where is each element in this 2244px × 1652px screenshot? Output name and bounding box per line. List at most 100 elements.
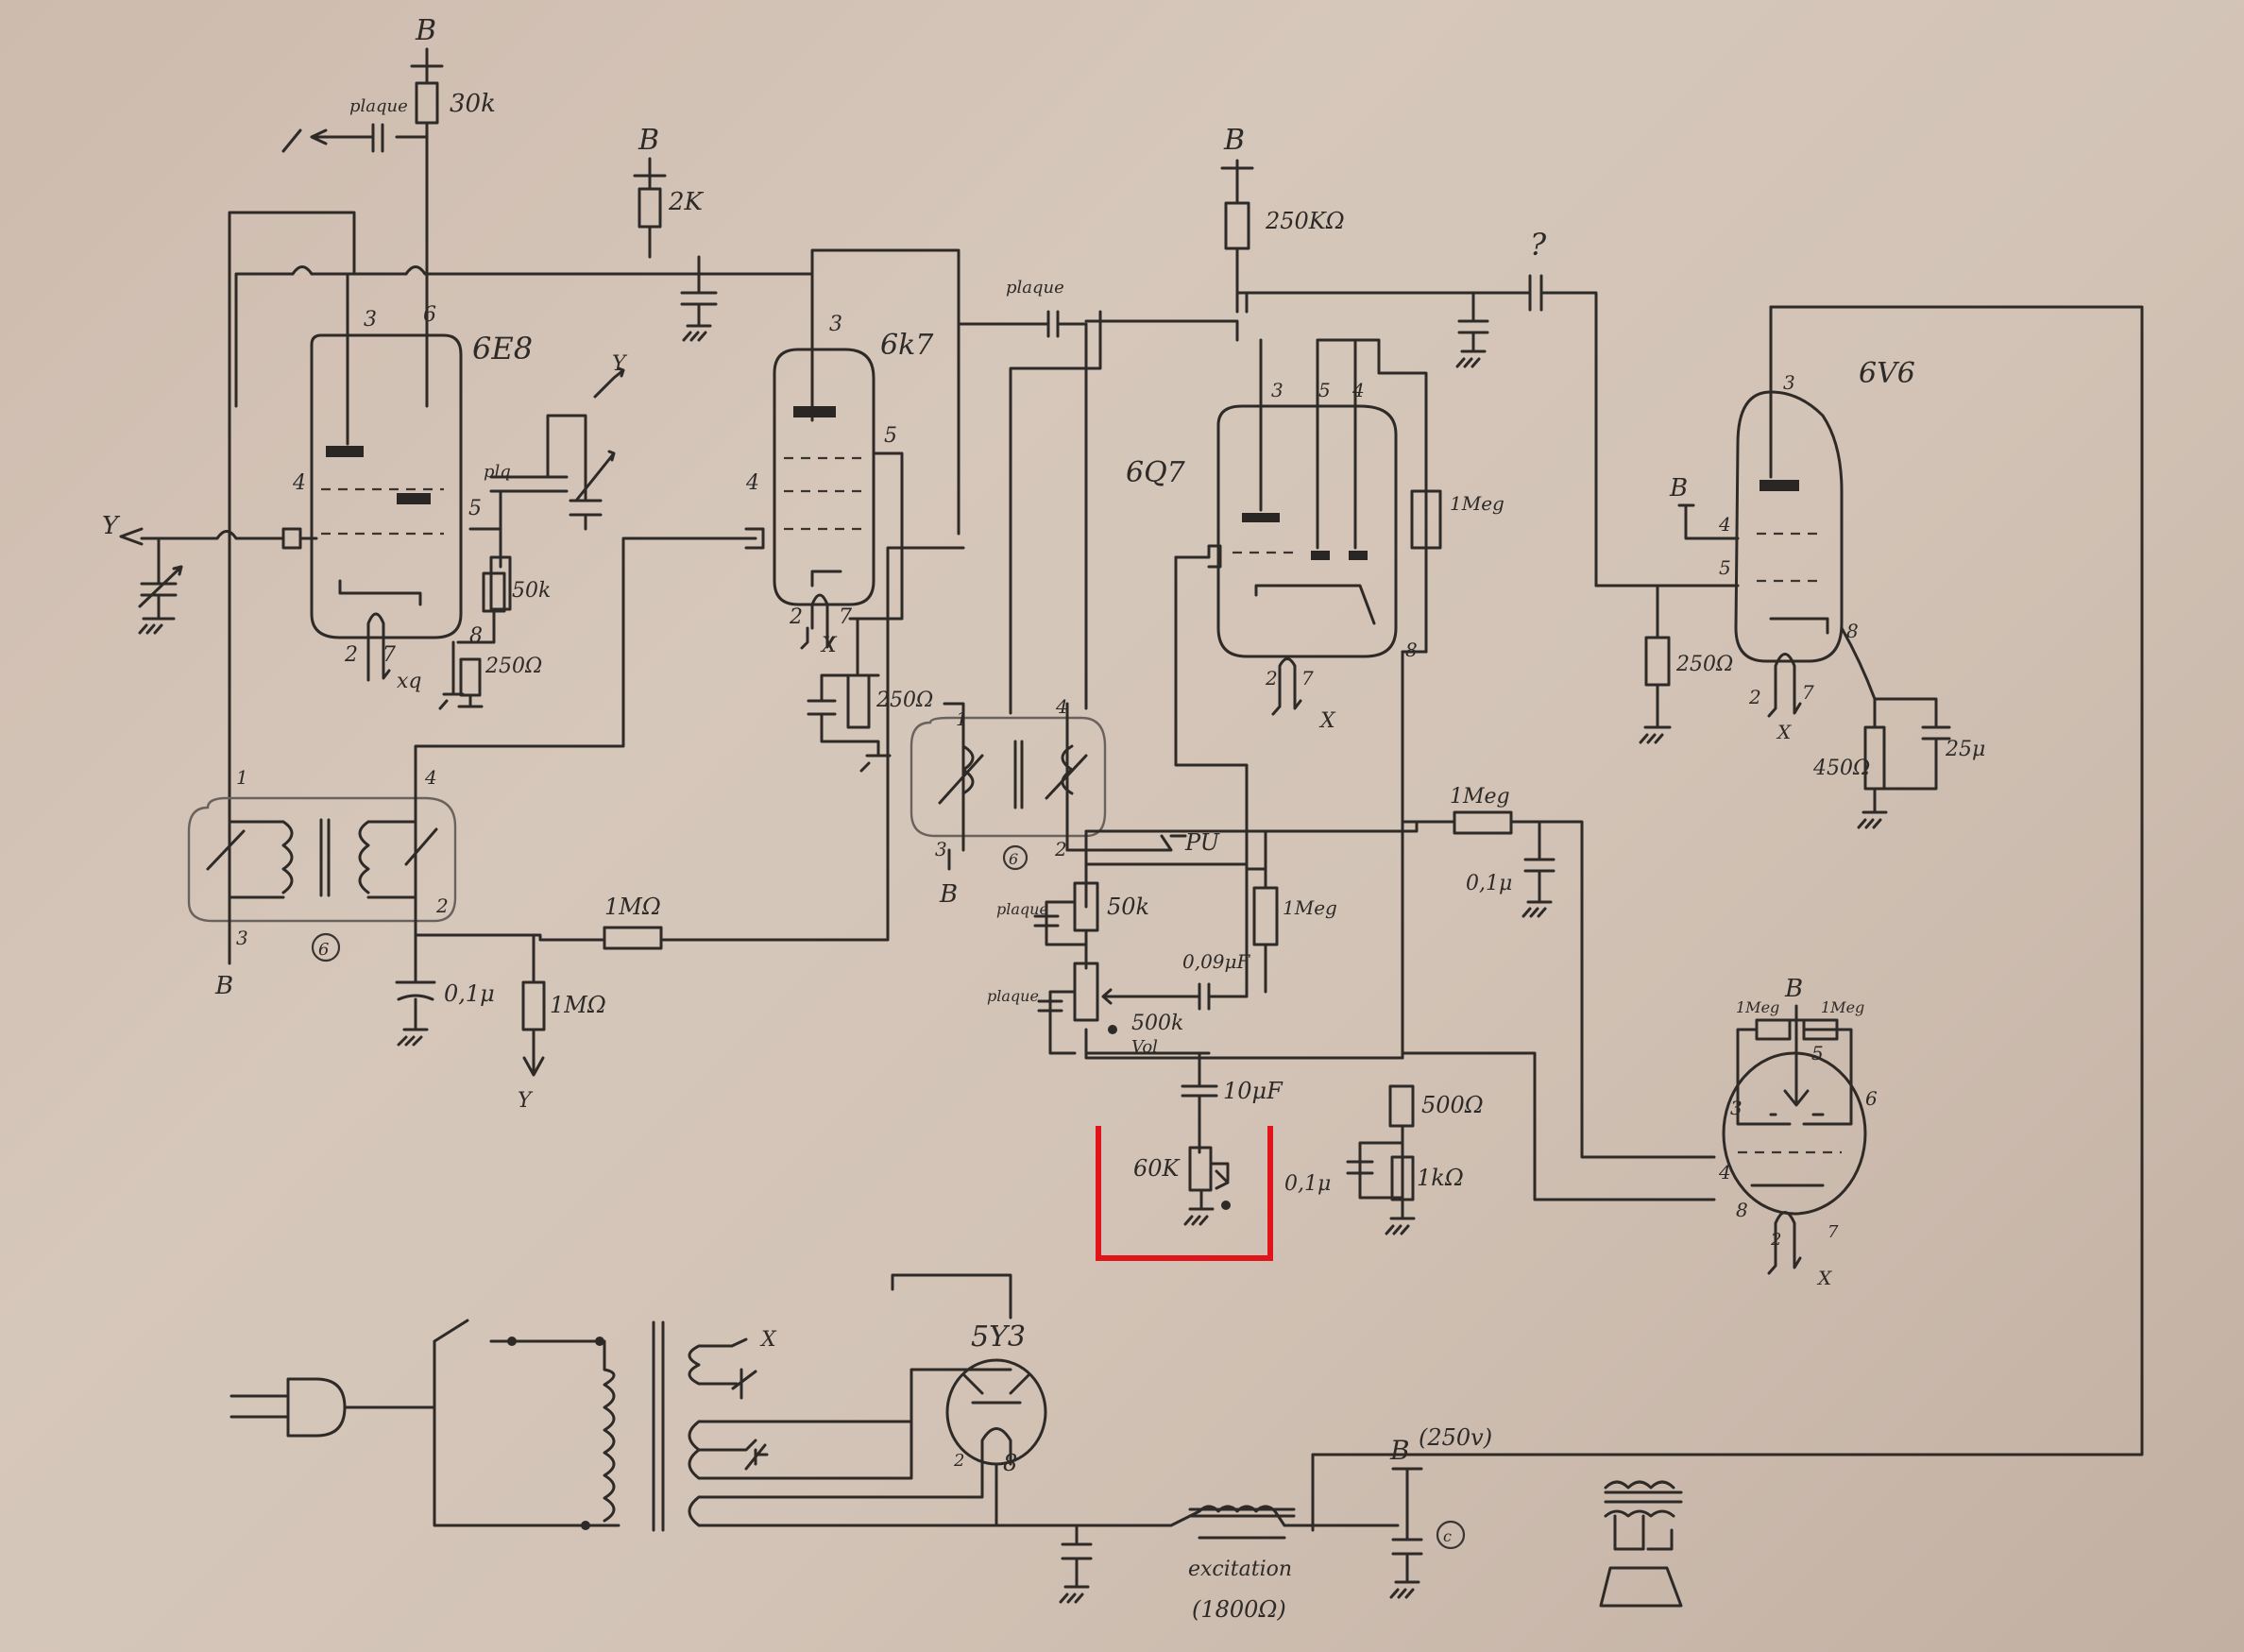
- cathode-6q7: [1254, 584, 1376, 625]
- svg-text:4: 4: [1718, 513, 1731, 536]
- label-eye-r1: 1Meg: [1736, 998, 1779, 1016]
- cap-10uF: [1084, 1051, 1404, 1154]
- label-plaque-4: plaque: [987, 987, 1039, 1005]
- resistor-250-6e8: [459, 657, 482, 697]
- node-b-6v6: B: [1669, 474, 1688, 502]
- grids-6e8: [321, 487, 444, 536]
- b-terminal: [410, 47, 444, 85]
- node-y-bottom: Y: [518, 1089, 534, 1113]
- cap-01-avc: [395, 933, 436, 1047]
- speaker: [1599, 1480, 1683, 1608]
- tube-label-6k7: 6k7: [880, 329, 934, 362]
- svg-text:5: 5: [1318, 379, 1331, 401]
- svg-text:5: 5: [468, 497, 482, 520]
- label-1M-b: 1MΩ: [550, 992, 606, 1018]
- svg-text:6: 6: [1865, 1087, 1878, 1110]
- cap-009-wiper: [1101, 862, 1249, 1011]
- svg-text:3: 3: [935, 838, 947, 860]
- label-plaque-3: plaque: [996, 900, 1048, 918]
- svg-text:8: 8: [1405, 639, 1418, 661]
- label-excitation: excitation: [1188, 1558, 1292, 1581]
- resistor-50k-osc: [489, 527, 512, 611]
- label-25: 25μ: [1945, 738, 1985, 761]
- tube-6k7-envelope: [773, 348, 876, 606]
- label-01-c: 0,1μ: [1284, 1172, 1331, 1196]
- svg-text:5: 5: [1811, 1042, 1824, 1064]
- svg-text:8: 8: [1003, 1450, 1017, 1476]
- node-y-osc: Y: [612, 352, 628, 376]
- svg-text:8: 8: [1736, 1199, 1748, 1221]
- svg-text:3: 3: [364, 308, 377, 332]
- cap-01-eye: [1522, 820, 1556, 918]
- label-009: 0,09μF: [1182, 950, 1251, 973]
- svg-text:3: 3: [1730, 1097, 1742, 1119]
- svg-text:6: 6: [423, 303, 436, 327]
- svg-text:4: 4: [292, 471, 306, 495]
- power-supply: X 5Y3 2 8 excitation (1800Ω) B (250v) c: [230, 1273, 1683, 1623]
- label-plaque-1: plaque: [349, 96, 408, 116]
- if-coils-1: [228, 773, 417, 965]
- svg-text:5: 5: [1719, 556, 1731, 579]
- mains-plug: [230, 1377, 347, 1438]
- osc-tuning-network: [468, 414, 603, 569]
- bypass-cap-2k: [680, 255, 718, 342]
- pickup-switch: [1065, 834, 1187, 852]
- resistor-1M-avc: [603, 926, 663, 950]
- node-b-top: B: [415, 14, 436, 47]
- cathode-network-6q7: 500Ω 0,1μ 1kΩ: [1284, 1084, 1484, 1235]
- resistor-250k: [1224, 201, 1250, 250]
- 6k7-plate-to-if2: [957, 310, 1088, 710]
- label-60k: 60K: [1133, 1155, 1182, 1182]
- label-250-6e8: 250Ω: [484, 655, 542, 678]
- label-plq: plq: [484, 462, 511, 482]
- label-50k-osc: 50k: [512, 579, 551, 603]
- label-450: 450Ω: [1812, 757, 1870, 780]
- heater-6k7: [810, 593, 829, 630]
- grids-6k7: [784, 456, 864, 531]
- tube-label-5y3: 5Y3: [971, 1320, 1026, 1354]
- label-vol: Vol: [1131, 1037, 1158, 1057]
- svg-text:4: 4: [424, 766, 437, 789]
- tone-cap: [1455, 291, 1489, 368]
- heater-6v6: [1774, 653, 1796, 691]
- label-250v: (250v): [1419, 1424, 1492, 1451]
- label-pu: PU: [1184, 829, 1220, 856]
- resistor-30k: [415, 81, 439, 125]
- plate-6v6: [1760, 480, 1799, 491]
- resistor-1M-b: [521, 980, 546, 1031]
- node-b-if2: B: [939, 880, 958, 909]
- heater-6e8: [366, 612, 385, 654]
- resistor-250-6k7: [846, 673, 871, 729]
- tuning-eye: B 1Meg 1Meg 5 3 6 4 8 2 7 X: [1718, 975, 1878, 1289]
- node-x-6k7: X: [820, 634, 838, 657]
- resistor-1Meg-a: [1252, 829, 1279, 984]
- if-can-2: [910, 716, 1107, 838]
- node-b-eye: B: [1784, 975, 1803, 1003]
- filter-cap-2-mark: c: [1443, 1527, 1452, 1545]
- cathode-6v6: [1769, 617, 1829, 635]
- svg-text:3: 3: [236, 927, 248, 949]
- node-x-6v6: X: [1776, 721, 1792, 743]
- resistor-500: [1388, 1084, 1415, 1128]
- tube-5y3-envelope: [945, 1358, 1047, 1466]
- filter-cap-2: [1389, 1467, 1423, 1599]
- plate-6e8-main: [397, 493, 431, 504]
- label-10uF: 10μF: [1223, 1078, 1284, 1104]
- if-can-1: [187, 796, 457, 923]
- cathode-6e8: [338, 579, 422, 606]
- svg-text:7: 7: [1301, 667, 1314, 690]
- resistor-2k: [638, 187, 662, 229]
- tube-label-6q7: 6Q7: [1126, 456, 1186, 489]
- svg-text:7: 7: [839, 605, 852, 629]
- svg-text:xq: xq: [397, 670, 422, 693]
- pot-500k: [1073, 962, 1099, 1022]
- label-30k: 30k: [450, 90, 496, 118]
- stage-6v6: 6V6 3 B 4 5 250Ω 2 7 8 X 450Ω 25μ: [1311, 305, 2144, 1456]
- svg-text:8: 8: [469, 624, 483, 648]
- grid-6q7: [1174, 544, 1222, 569]
- svg-text:5: 5: [884, 424, 897, 448]
- label-01-a: 0,1μ: [444, 980, 495, 1007]
- label-01-b: 0,1μ: [1466, 872, 1512, 895]
